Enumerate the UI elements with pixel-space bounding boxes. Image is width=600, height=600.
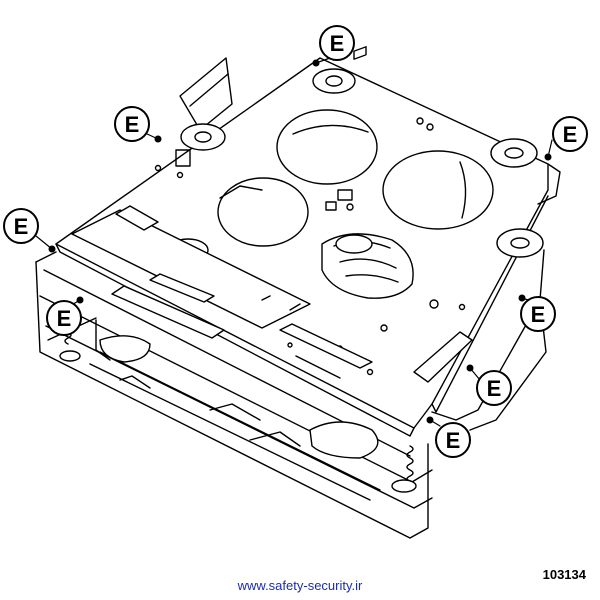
callout-letter: E: [330, 31, 345, 56]
plate-cutouts: [217, 109, 494, 247]
callout-letter: E: [125, 112, 140, 137]
figure-number: 103134: [542, 567, 586, 582]
watermark-url: www.safety-security.ir: [237, 578, 363, 593]
top-plate: [55, 57, 561, 437]
callout-e-7: E: [476, 370, 512, 406]
plate-slots: [71, 205, 473, 383]
left-bracket-tab: [179, 57, 233, 131]
callout-letter: E: [531, 302, 546, 327]
callout-e-6: E: [46, 300, 82, 336]
callout-e-2: E: [114, 106, 150, 142]
callout-letter: E: [57, 306, 72, 331]
lower-chassis: [35, 249, 547, 539]
drive-mechanism: [321, 233, 414, 299]
callout-e-5: E: [520, 296, 556, 332]
callout-labels: E E E E E E E E: [3, 25, 588, 458]
springs: [59, 307, 417, 493]
callout-e-1: E: [319, 25, 355, 61]
callout-e-3: E: [552, 116, 588, 152]
callout-letter: E: [446, 428, 461, 453]
callout-letter: E: [14, 214, 29, 239]
callout-leaders: [35, 57, 553, 427]
callout-letter: E: [563, 122, 578, 147]
callout-e-8: E: [435, 422, 471, 458]
callout-letter: E: [487, 376, 502, 401]
callout-e-4: E: [3, 208, 39, 244]
